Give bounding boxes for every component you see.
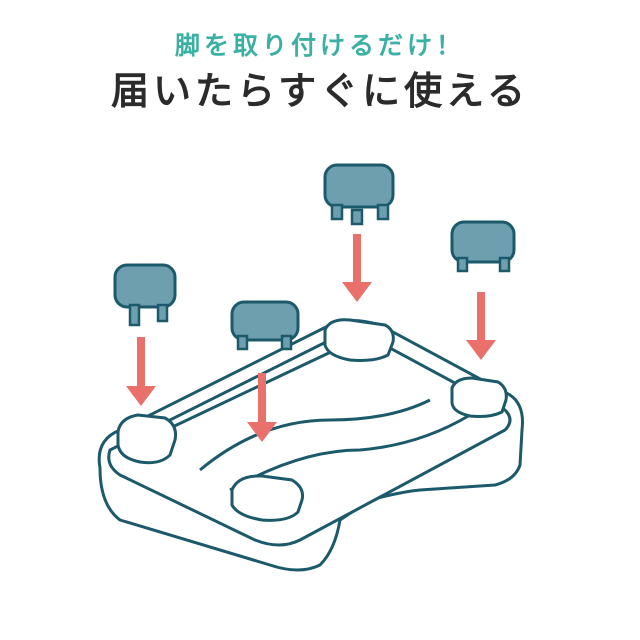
socket-back-center — [323, 318, 395, 362]
foot-top-center — [323, 163, 395, 226]
title: 届いたらすぐに使える — [110, 69, 530, 113]
foot-center — [230, 300, 300, 351]
subtitle: 脚を取り付けるだけ！ — [174, 31, 465, 60]
arrow-top-center — [342, 234, 372, 302]
base-body — [97, 319, 524, 572]
arrow-center — [247, 373, 277, 442]
foot-left — [113, 263, 177, 327]
socket-right — [450, 376, 508, 418]
socket-front-left — [116, 413, 177, 465]
foot-right — [450, 220, 516, 273]
socket-front-center — [230, 474, 304, 522]
arrow-left — [126, 337, 156, 406]
arrow-right — [466, 292, 496, 360]
